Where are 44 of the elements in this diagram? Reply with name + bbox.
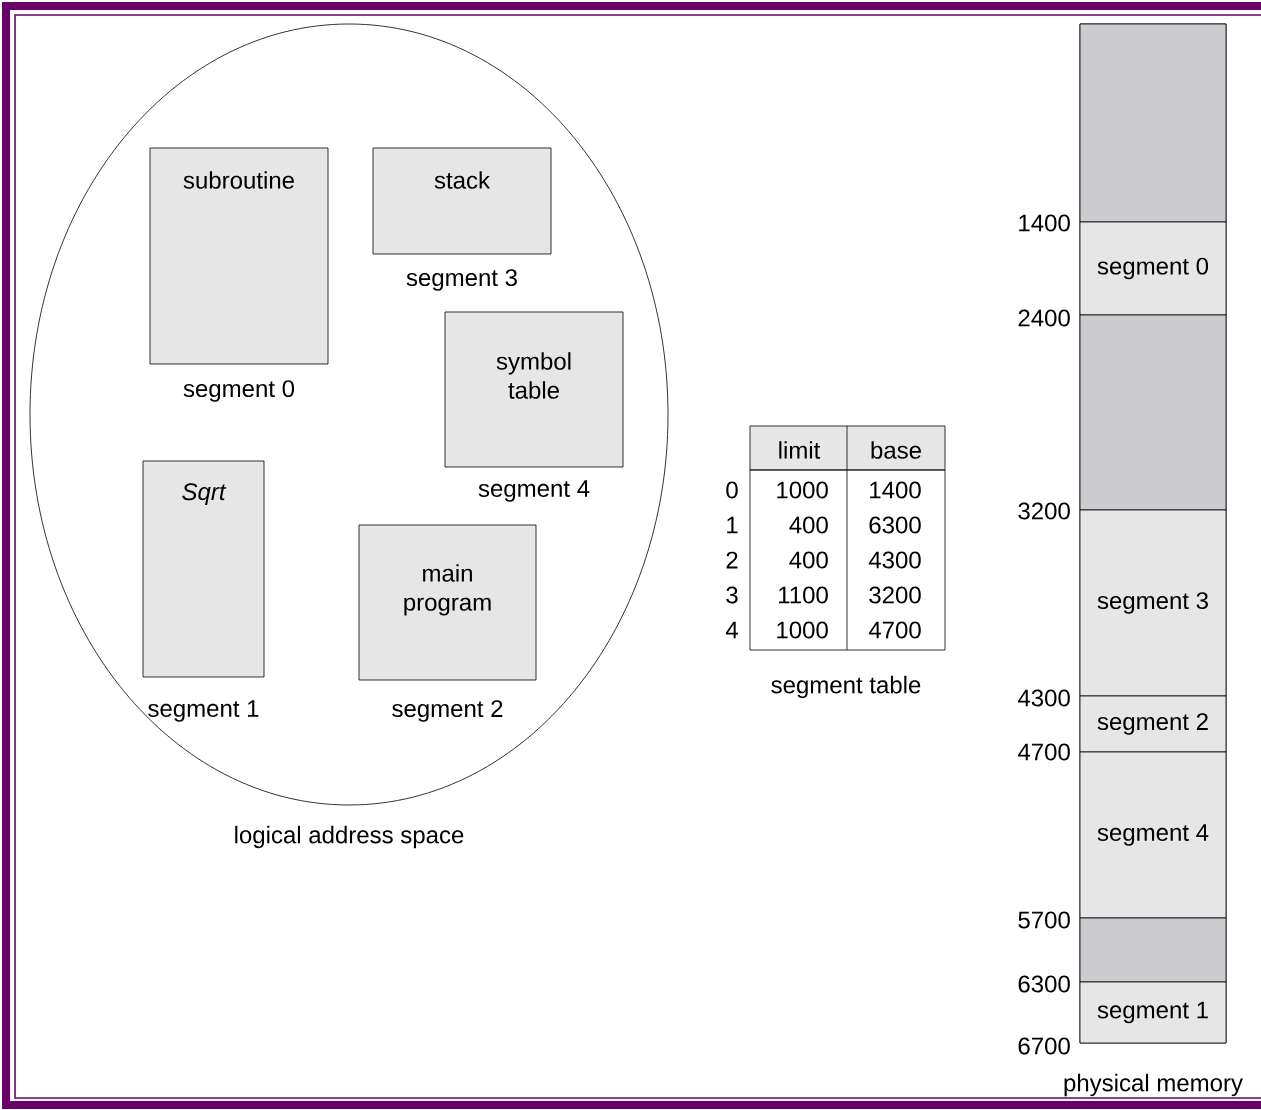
table-cell: 4300 xyxy=(868,551,921,569)
memory-block: stack xyxy=(372,147,552,255)
address-label: 6300 xyxy=(1018,975,1070,993)
address-label: 5700 xyxy=(1018,911,1070,929)
address-label: 6700 xyxy=(1018,1037,1070,1055)
column-header: base xyxy=(871,441,921,459)
table-cell: 1000 xyxy=(777,621,828,639)
address-label: 4300 xyxy=(1017,689,1070,707)
memory-block: Sqrt xyxy=(142,460,265,678)
caption-label: physical memory xyxy=(1064,1073,1243,1097)
column-header: limit xyxy=(779,441,821,459)
table-cell: 1100 xyxy=(779,586,828,604)
memory-block: symbol table xyxy=(444,311,624,468)
row-number: 2 xyxy=(726,551,738,569)
free-memory-block xyxy=(1079,23,1227,223)
memory-block: subroutine xyxy=(149,147,329,365)
address-label: 1400 xyxy=(1019,214,1070,232)
row-number: 4 xyxy=(725,621,738,639)
address-label: 3200 xyxy=(1018,502,1070,520)
segment-label: segment 2 xyxy=(392,700,503,722)
caption-label: segment table xyxy=(771,675,921,699)
row-number: 1 xyxy=(727,516,738,534)
segment-label: segment 3 xyxy=(406,269,517,291)
segment-label: segment 0 xyxy=(183,380,295,402)
free-memory-block xyxy=(1079,917,1227,983)
free-memory-block xyxy=(1079,314,1227,511)
address-label: 4700 xyxy=(1017,743,1070,761)
row-number: 0 xyxy=(726,481,738,499)
memory-block: main program xyxy=(358,524,537,681)
memory-segment: segment 2 xyxy=(1079,695,1227,753)
table-cell: 1000 xyxy=(777,481,828,499)
table-cell: 6300 xyxy=(869,516,921,534)
table-cell: 400 xyxy=(789,516,828,534)
caption-label: logical address space xyxy=(235,825,464,849)
table-cell: 3200 xyxy=(869,586,921,604)
table-cell: 400 xyxy=(789,551,828,569)
segment-label: segment 1 xyxy=(148,700,259,722)
table-cell: 1400 xyxy=(870,481,921,499)
segment-label: segment 4 xyxy=(478,480,590,502)
memory-segment: segment 1 xyxy=(1079,981,1227,1044)
address-label: 2400 xyxy=(1018,309,1070,327)
table-cell: 4700 xyxy=(868,621,921,639)
memory-segment: segment 0 xyxy=(1079,221,1227,316)
row-number: 3 xyxy=(726,586,738,604)
